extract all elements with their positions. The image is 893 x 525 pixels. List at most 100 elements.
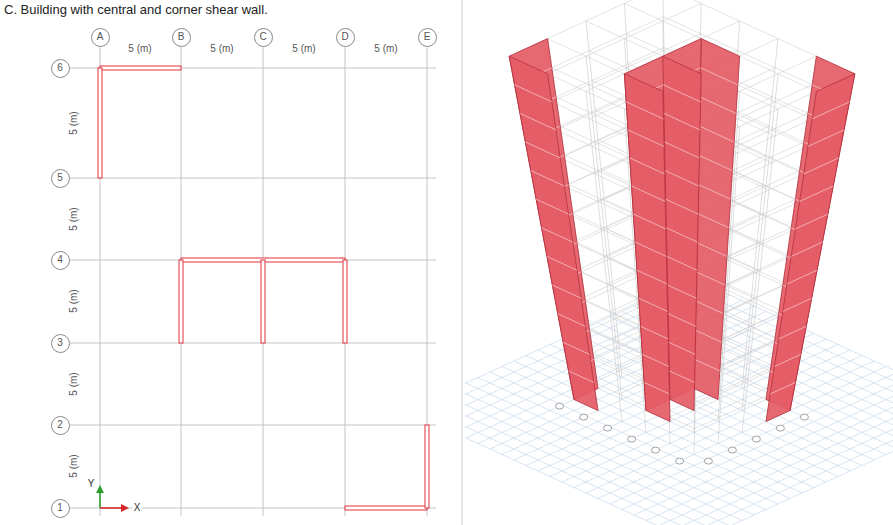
- story-line: [665, 171, 699, 186]
- story-line: [774, 354, 800, 366]
- grid-bubble-3d: [604, 425, 612, 431]
- grid-bubble: E: [418, 28, 437, 47]
- grid-bubble: 5: [51, 169, 70, 188]
- grid-bubble-3d: [628, 436, 636, 442]
- story-line: [626, 102, 663, 119]
- frame-wireframe: [509, 0, 855, 455]
- grid-label: D: [341, 32, 348, 42]
- story-line: [558, 314, 586, 327]
- grid-label: 3: [57, 338, 63, 348]
- story-line: [525, 142, 560, 158]
- grid-bubble-3d: [800, 414, 808, 420]
- story-line: [633, 214, 665, 229]
- story-line: [667, 256, 697, 270]
- ground-line: [694, 411, 893, 525]
- story-line: [637, 270, 667, 284]
- story-line: [639, 298, 668, 311]
- dimension: 5 (m): [127, 44, 152, 54]
- grid-line: [70, 178, 436, 179]
- grid-bubble-3d: [704, 458, 712, 464]
- axis-label: Y: [87, 479, 96, 489]
- story-line: [665, 142, 700, 158]
- story-line: [783, 298, 812, 311]
- shear-wall-plan: [261, 260, 265, 343]
- grid-line: [70, 343, 436, 344]
- shear-wall-plan: [98, 68, 102, 178]
- column: [586, 21, 622, 378]
- y-axis-arrow: [99, 492, 101, 508]
- story-line: [812, 102, 849, 119]
- story-line: [635, 242, 666, 256]
- grid-bubble: 3: [51, 334, 70, 353]
- shear-wall-plan: [179, 260, 183, 343]
- story-line: [520, 113, 556, 130]
- shear-wall-3d: [624, 74, 670, 422]
- story-line: [700, 97, 736, 114]
- story-line: [569, 371, 594, 383]
- story-line: [644, 382, 669, 394]
- story-line: [698, 184, 730, 199]
- dimension: 5 (m): [69, 453, 79, 478]
- panel-divider: [462, 0, 463, 525]
- story-line: [669, 371, 694, 383]
- story-line: [664, 113, 700, 130]
- axis-label: X: [133, 503, 142, 513]
- ground-line: [465, 394, 730, 525]
- grid-bubble: B: [172, 28, 191, 47]
- grid-bubble: 6: [51, 59, 70, 78]
- grid-bubble-3d: [580, 414, 588, 420]
- story-line: [630, 158, 665, 174]
- grid-bubble-3d: [776, 425, 784, 431]
- grid-bubble: C: [254, 28, 273, 47]
- dimension: 5 (m): [69, 371, 79, 396]
- grid-bubble-3d: [752, 436, 760, 442]
- grid-label: A: [97, 32, 104, 42]
- story-line: [695, 359, 720, 371]
- grid-bubble: 4: [51, 251, 70, 270]
- story-line: [668, 314, 696, 327]
- story-line: [515, 85, 552, 102]
- story-line: [787, 270, 817, 284]
- shear-walls-3d: [509, 39, 855, 422]
- story-line: [668, 285, 697, 298]
- grid-line: [70, 425, 436, 426]
- dimension: 5 (m): [69, 110, 79, 135]
- story-line: [666, 228, 697, 242]
- x-axis-arrow: [100, 507, 122, 509]
- story-line: [696, 301, 724, 314]
- story-line: [666, 199, 698, 214]
- grid-bubble: A: [91, 28, 110, 47]
- grid-label: 5: [57, 173, 63, 183]
- story-line: [699, 155, 733, 170]
- grid-bubble-3d: [556, 403, 564, 409]
- shear-wall-3d: [509, 56, 598, 410]
- story-line: [800, 186, 834, 201]
- grid-bubble-3d: [728, 447, 736, 453]
- story-line: [701, 68, 738, 85]
- grid-label: 1: [57, 503, 63, 513]
- story-line: [698, 214, 729, 228]
- story-line: [531, 171, 565, 186]
- grid-label: C: [259, 32, 266, 42]
- column: [742, 39, 778, 389]
- ground-line: [465, 405, 706, 525]
- grid-bubble: D: [336, 28, 355, 47]
- grid-label: B: [178, 32, 185, 42]
- story-line: [632, 186, 666, 201]
- story-line: [563, 342, 589, 354]
- shear-wall-plan: [345, 506, 427, 510]
- dimension: 5 (m): [373, 44, 398, 54]
- story-line: [795, 214, 827, 229]
- story-line: [791, 242, 822, 256]
- ground-line: [490, 317, 778, 449]
- grid-label: 2: [57, 420, 63, 430]
- grid-label: 4: [57, 255, 63, 265]
- ground-line: [586, 328, 874, 460]
- x-axis-head: [121, 504, 129, 512]
- story-line: [808, 130, 844, 147]
- story-line: [542, 228, 573, 242]
